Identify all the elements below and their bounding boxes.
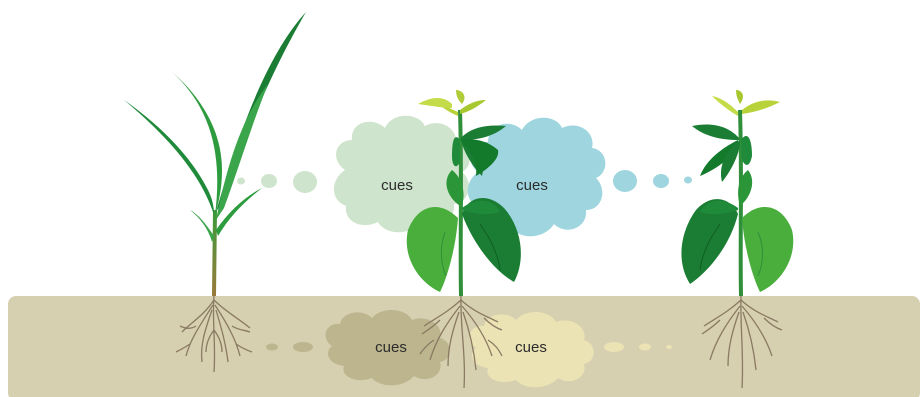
cue-dots-above-left (237, 171, 317, 193)
cue-label-above-right: cues (516, 177, 548, 194)
cue-label-above-left: cues (381, 177, 413, 194)
cue-label-below-left: cues (375, 339, 407, 356)
cue-label-below-right: cues (515, 339, 547, 356)
cue-dots-above-right (613, 170, 692, 192)
